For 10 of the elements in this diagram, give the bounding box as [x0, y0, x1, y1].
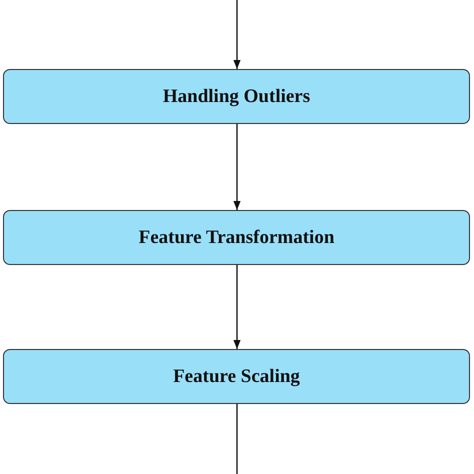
process-box [3, 69, 470, 124]
connector-line [236, 404, 238, 474]
process-box [3, 349, 470, 404]
box-label: Handling Outliers [162, 86, 310, 108]
box-label: Feature Transformation [138, 226, 334, 248]
arrow [233, 124, 241, 210]
process-box [3, 210, 470, 265]
box-label: Feature Scaling [173, 366, 300, 388]
arrow [233, 265, 241, 349]
arrow [233, 0, 241, 69]
